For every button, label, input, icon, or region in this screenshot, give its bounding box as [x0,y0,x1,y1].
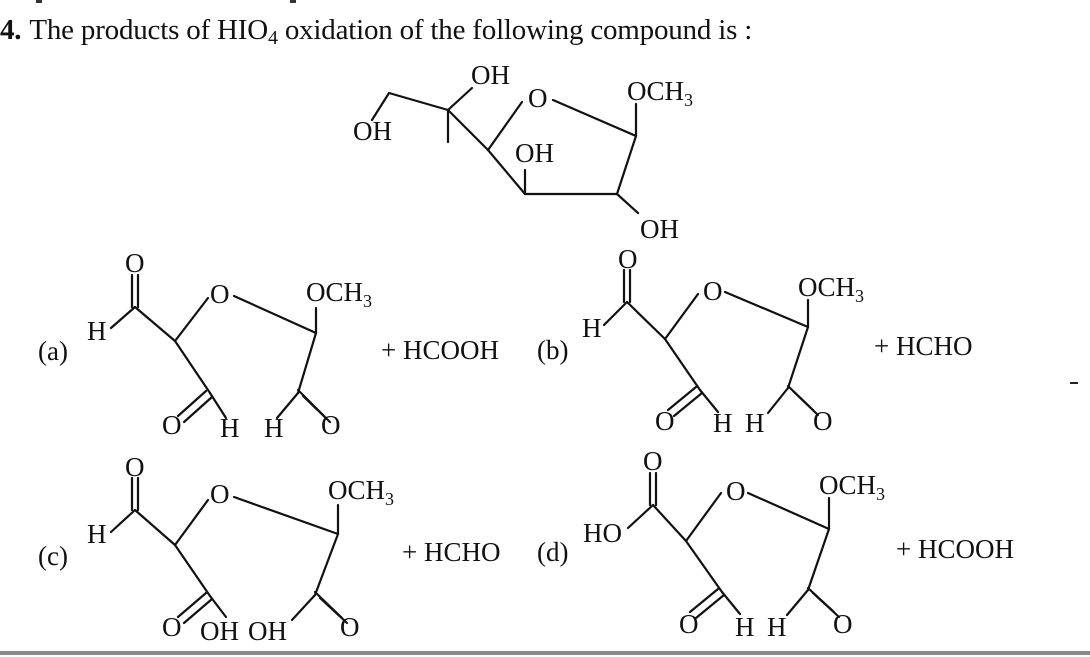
option-d-bl-h: H [735,612,755,642]
bottom-divider [0,651,1090,655]
option-c-bl-oh: OH [200,616,239,646]
option-a-top-o: O [125,248,145,278]
option-b-br-o: O [813,406,833,436]
question-number: 4. [0,14,22,46]
previous-line-fragment [290,0,296,3]
reactant-structure: OH OH O OCH3 OH OH [353,60,693,244]
option-a-br-o: O [321,410,341,440]
reactant-oh-top: OH [471,60,510,90]
option-d-br-h: H [767,612,787,642]
previous-line-fragment [36,0,42,3]
option-c-br-o: O [340,612,360,642]
option-d-left-ho: HO [583,518,622,548]
reactant-och3: OCH3 [627,76,693,110]
option-b-och3: OCH3 [798,272,864,306]
option-c-bl-o: O [162,612,182,642]
reactant-ring-oxygen: O [528,83,548,113]
question-subscript: 4 [267,27,278,49]
option-c-left-h: H [87,519,107,549]
option-d: (d) O HO O OCH3 O H H O + HCOOH [537,446,1014,642]
option-a-left-h: H [87,316,107,346]
option-d-top-o: O [643,446,663,476]
option-a-bl-h: H [220,413,240,443]
option-a-br-h: H [264,413,284,443]
option-d-byproduct: + HCOOH [896,534,1014,564]
option-c-byproduct: + HCHO [402,537,500,567]
option-b-ring-o: O [703,276,723,306]
option-a-ring-o: O [210,279,230,309]
option-a-letter: (a) [38,336,68,366]
option-b-top-o: O [618,244,638,274]
option-d-letter: (d) [537,537,568,567]
option-b: (b) O H O OCH3 O H H O + HCHO [537,244,972,438]
option-c-letter: (c) [38,541,68,571]
reactant-oh-ring: OH [515,138,554,168]
option-d-och3: OCH3 [819,470,885,504]
option-d-bl-o: O [679,609,699,639]
option-b-byproduct: + HCHO [874,331,972,361]
option-b-bl-h: H [713,408,733,438]
question-text: 4.The products of HIO4 oxidation of the … [0,14,752,50]
option-a-byproduct: + HCOOH [381,335,499,365]
reactant-oh-left: OH [353,116,392,146]
option-c-br-oh: OH [248,616,287,646]
question-text-before: The products of HIO [29,14,268,46]
option-b-br-h: H [745,408,765,438]
option-c-top-o: O [125,452,145,482]
option-a: (a) O H O OCH3 O H H O + HCOOH [38,248,499,443]
option-c-och3: OCH3 [328,475,394,509]
option-b-left-h: H [582,313,602,343]
option-a-och3: OCH3 [306,277,372,311]
option-c: (c) O H O OCH3 O OH OH O + HCHO [38,452,500,646]
option-d-br-o: O [833,609,853,639]
reactant-oh-bottom: OH [640,214,679,244]
option-c-ring-o: O [210,479,230,509]
option-b-bl-o: O [655,406,675,436]
option-b-letter: (b) [537,335,568,365]
option-d-ring-o: O [726,476,746,506]
question-text-after: oxidation of the following compound is : [277,14,753,46]
option-a-bl-o: O [162,410,182,440]
